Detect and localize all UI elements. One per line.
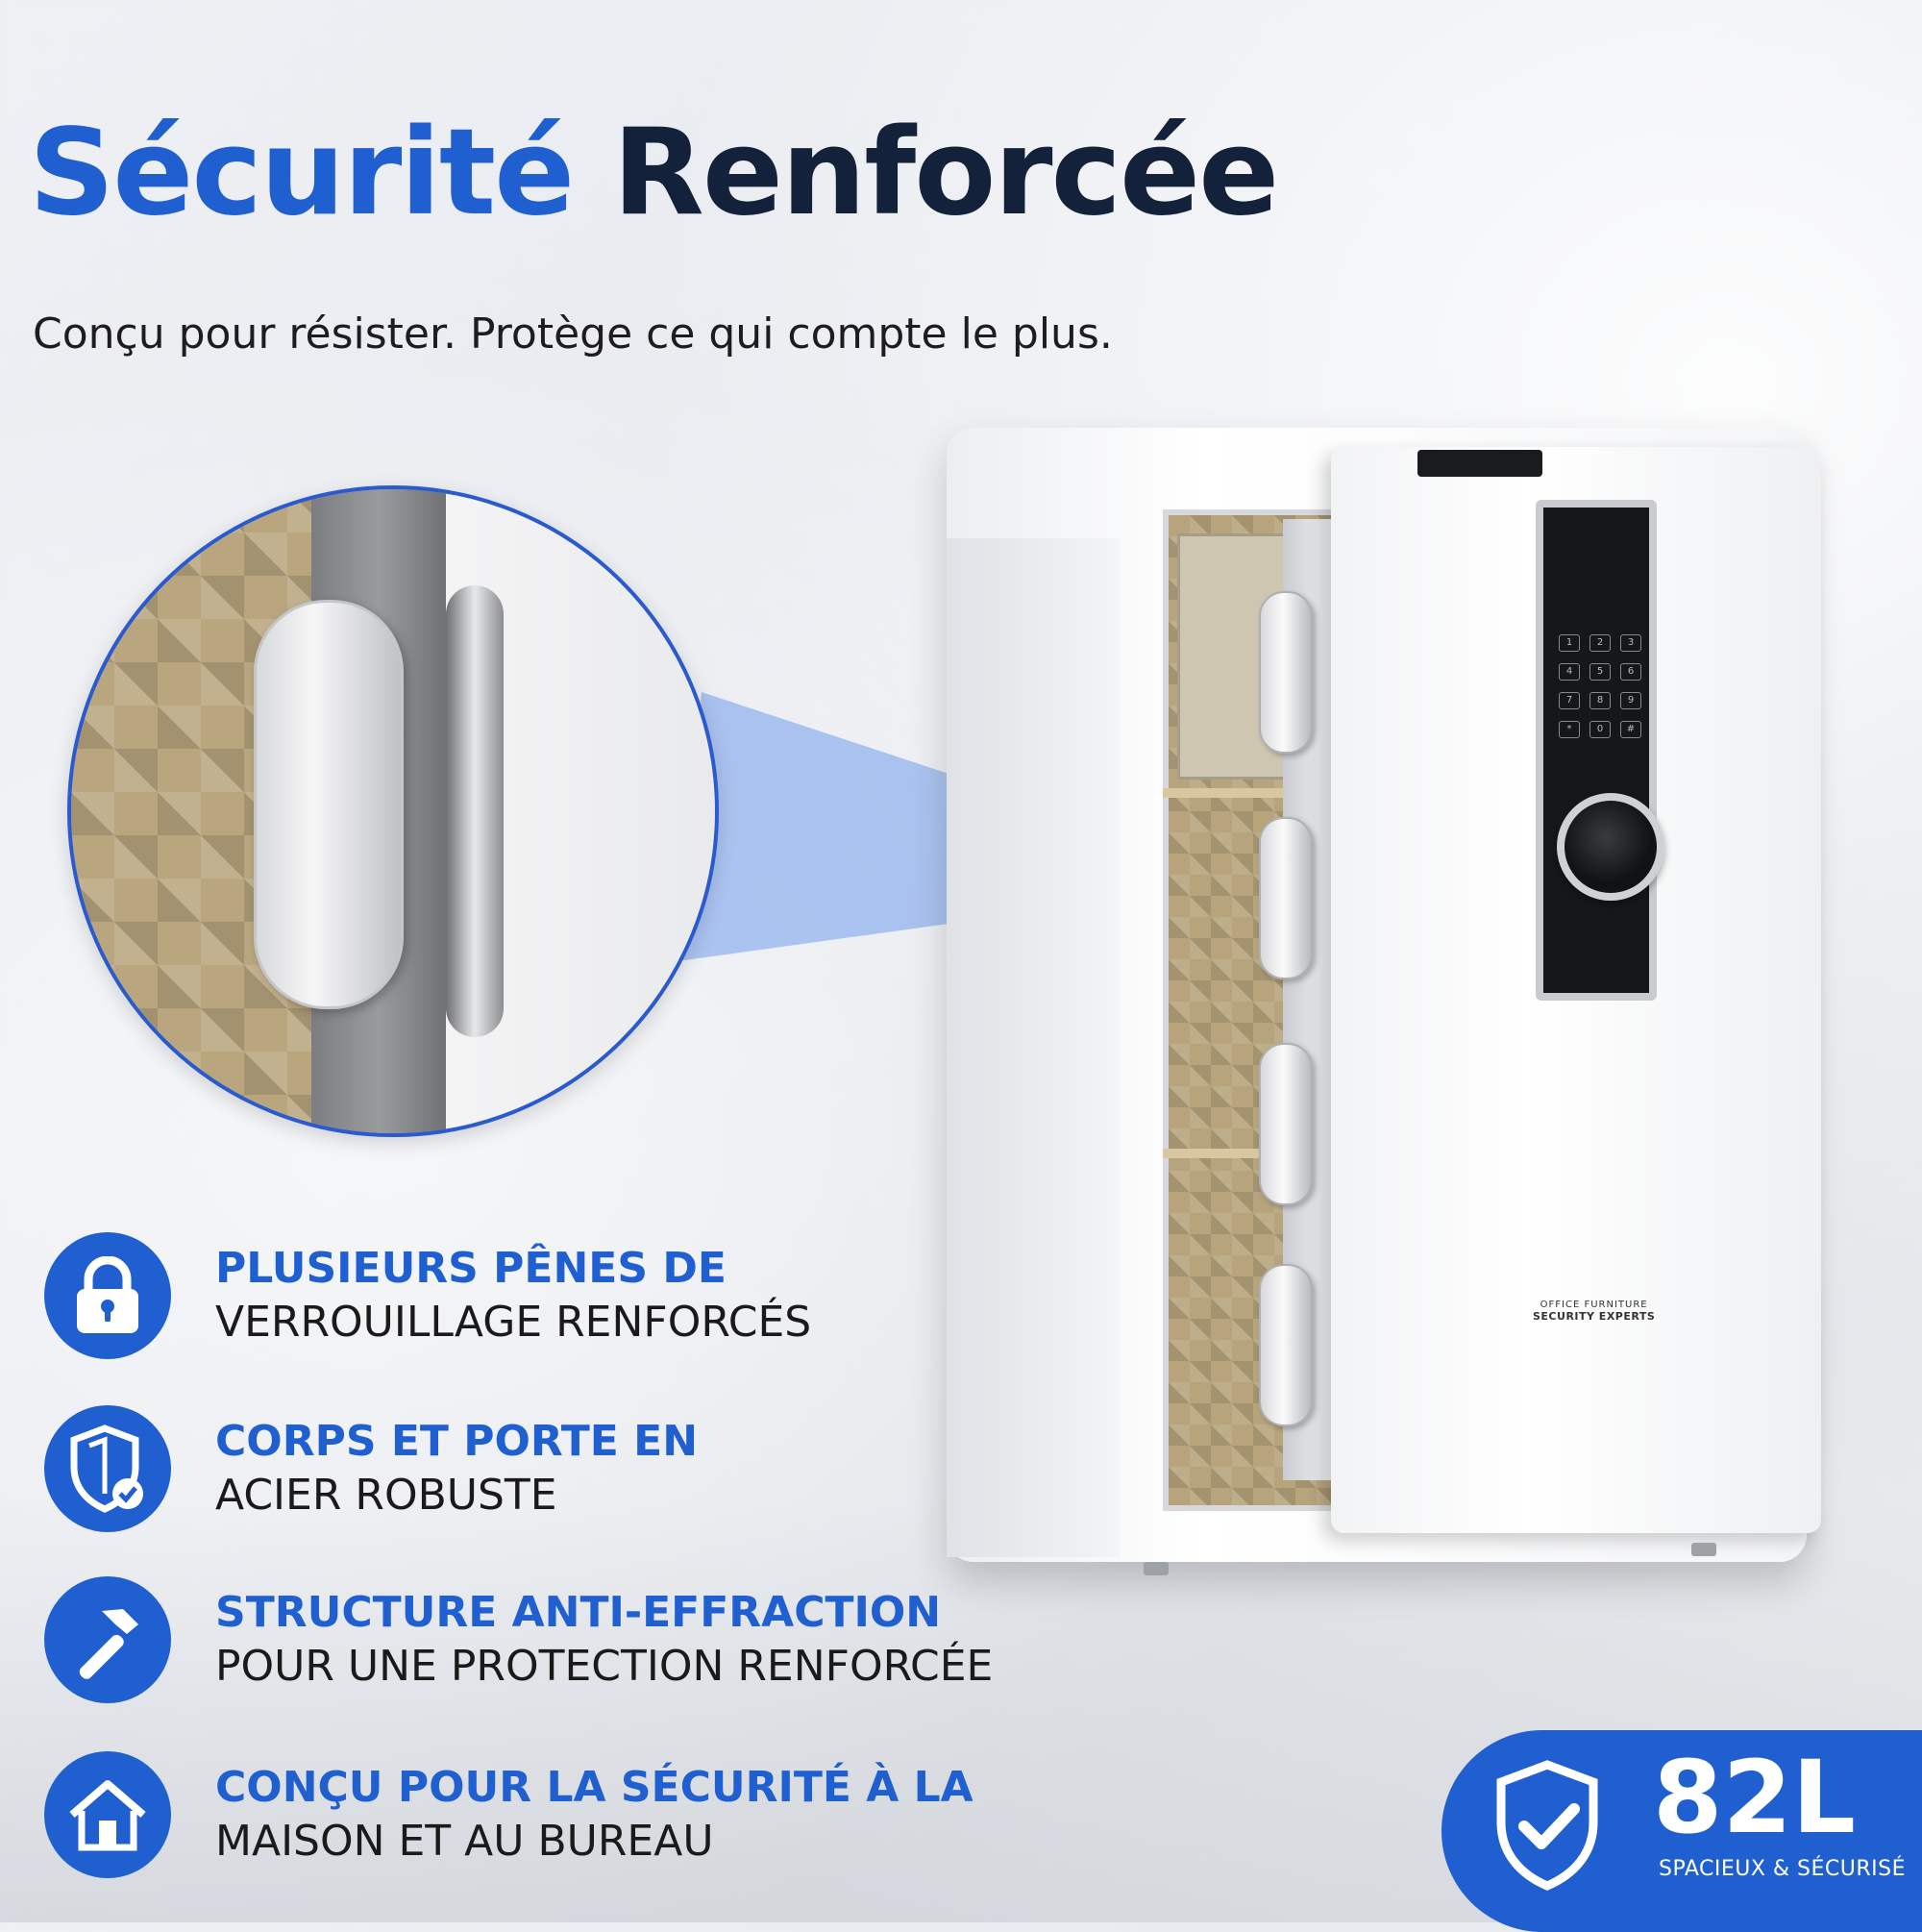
safe-side bbox=[947, 538, 1120, 1557]
feature-text: STRUCTURE ANTI-EFFRACTION POUR UNE PROTE… bbox=[215, 1586, 993, 1695]
feature-text: PLUSIEURS PÊNES DE VERROUILLAGE RENFORCÉ… bbox=[215, 1242, 811, 1350]
door-top-handle bbox=[1417, 450, 1542, 477]
feature-title: CONÇU POUR LA SÉCURITÉ À LA bbox=[215, 1762, 973, 1812]
safe-brand: OFFICE FURNITURE SECURITY EXPERTS bbox=[1533, 1300, 1655, 1323]
feature-title: CORPS ET PORTE EN bbox=[215, 1416, 699, 1466]
keypad-key[interactable]: 3 bbox=[1620, 634, 1641, 652]
shield-check-icon bbox=[1490, 1759, 1605, 1898]
keypad-key[interactable]: 1 bbox=[1559, 634, 1580, 652]
headline-part1: Sécurité bbox=[29, 104, 575, 242]
house-icon bbox=[44, 1751, 171, 1878]
safe-brand-line1: OFFICE FURNITURE bbox=[1540, 1300, 1648, 1310]
feature-steel-body: CORPS ET PORTE EN ACIER ROBUSTE bbox=[44, 1405, 698, 1532]
feature-text: CONÇU POUR LA SÉCURITÉ À LA MAISON ET AU… bbox=[215, 1761, 973, 1870]
safe-shelf bbox=[1163, 788, 1347, 798]
keypad-panel bbox=[1536, 500, 1657, 1001]
headline-part2: Renforcée bbox=[612, 104, 1279, 242]
feature-subtitle: MAISON ET AU BUREAU bbox=[215, 1817, 714, 1866]
capacity-caption: SPACIEUX & SÉCURISÉ bbox=[1659, 1857, 1907, 1881]
feature-text: CORPS ET PORTE EN ACIER ROBUSTE bbox=[215, 1415, 698, 1523]
subtitle: Conçu pour résister. Protège ce qui comp… bbox=[33, 310, 1113, 359]
safe-foot bbox=[1691, 1543, 1716, 1556]
door-bolt bbox=[1259, 591, 1313, 754]
safe-brand-line2: SECURITY EXPERTS bbox=[1533, 1310, 1656, 1323]
safe-shelf bbox=[1163, 1149, 1347, 1158]
keypad-key[interactable]: 6 bbox=[1620, 663, 1641, 681]
door-bolt bbox=[1259, 1043, 1313, 1205]
lock-bolt-closeup bbox=[254, 600, 404, 1009]
safe-foot bbox=[1144, 1562, 1169, 1575]
hammer-icon bbox=[44, 1576, 171, 1703]
feature-subtitle: ACIER ROBUSTE bbox=[215, 1471, 557, 1520]
headline: Sécurité Renforcée bbox=[29, 113, 1279, 233]
feature-anti-burglary: STRUCTURE ANTI-EFFRACTION POUR UNE PROTE… bbox=[44, 1576, 993, 1703]
feature-title: STRUCTURE ANTI-EFFRACTION bbox=[215, 1587, 942, 1637]
bolt-ring bbox=[446, 585, 504, 1037]
keypad-key[interactable]: 0 bbox=[1589, 721, 1611, 738]
keypad-key[interactable]: 7 bbox=[1559, 692, 1580, 709]
door-bolt bbox=[1259, 817, 1313, 979]
door-bolt bbox=[1259, 1264, 1313, 1426]
feature-locking-bolts: PLUSIEURS PÊNES DE VERROUILLAGE RENFORCÉ… bbox=[44, 1232, 811, 1359]
keypad-key[interactable]: 8 bbox=[1589, 692, 1611, 709]
shield-check-icon bbox=[44, 1405, 171, 1532]
padlock-icon bbox=[44, 1232, 171, 1359]
keypad-key[interactable]: 4 bbox=[1559, 663, 1580, 681]
keypad-key[interactable]: 9 bbox=[1620, 692, 1641, 709]
keypad-key[interactable]: 5 bbox=[1589, 663, 1611, 681]
keypad-key[interactable]: 2 bbox=[1589, 634, 1611, 652]
feature-title: PLUSIEURS PÊNES DE bbox=[215, 1243, 727, 1293]
feature-home-office: CONÇU POUR LA SÉCURITÉ À LA MAISON ET AU… bbox=[44, 1751, 973, 1878]
capacity-value: 82L bbox=[1653, 1739, 1856, 1856]
feature-subtitle: POUR UNE PROTECTION RENFORCÉE bbox=[215, 1642, 994, 1691]
keypad-key[interactable]: # bbox=[1620, 721, 1641, 738]
zoom-circle-lock-bolt bbox=[67, 485, 719, 1137]
feature-subtitle: VERROUILLAGE RENFORCÉS bbox=[215, 1298, 812, 1347]
keypad: 1 2 3 4 5 6 7 8 9 * 0 # bbox=[1559, 634, 1641, 738]
keypad-key[interactable]: * bbox=[1559, 721, 1580, 738]
safe-knob[interactable] bbox=[1557, 793, 1664, 901]
